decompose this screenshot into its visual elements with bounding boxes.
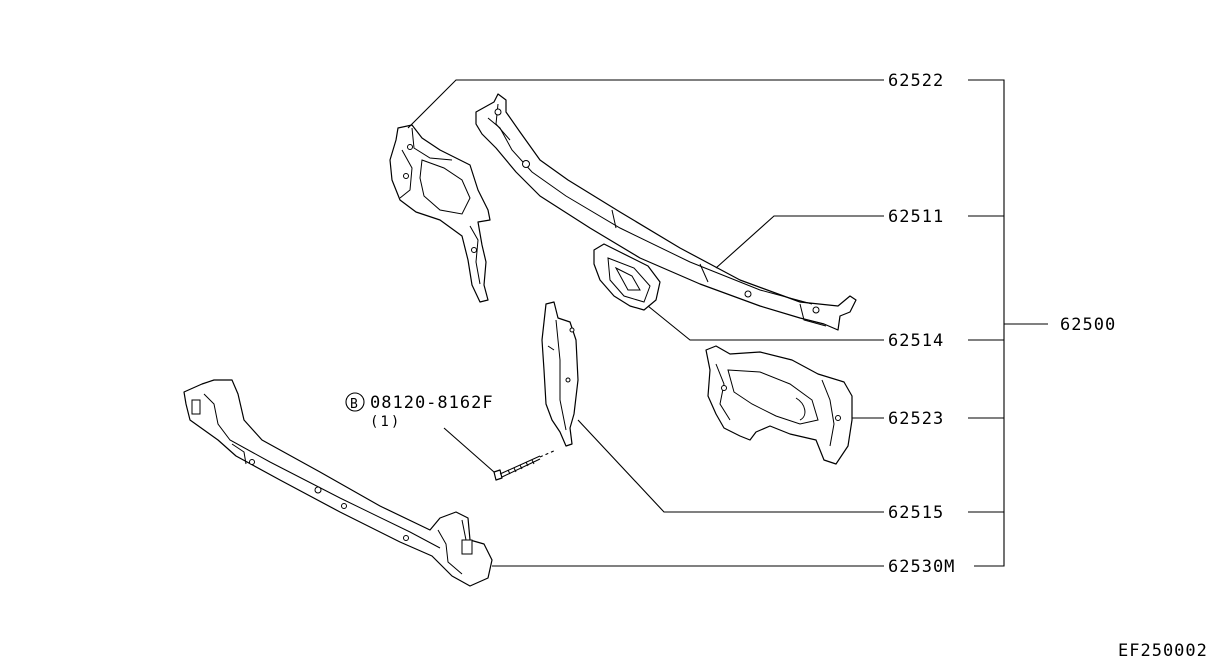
leader-lines <box>407 79 1048 567</box>
part-62514-bracket <box>593 243 661 311</box>
leader-62514 <box>647 305 884 341</box>
leader-fastener <box>443 427 495 473</box>
diagram-code: EF250002 <box>1118 641 1208 661</box>
fastener-callout: B 08120-8162F (1) <box>345 392 494 430</box>
label-62530m: 62530M <box>888 557 955 577</box>
label-62522: 62522 <box>888 71 944 91</box>
screw-fastener <box>493 449 557 481</box>
group-bracket <box>968 79 1005 567</box>
label-62523: 62523 <box>888 409 944 429</box>
fastener-part-number: 08120-8162F <box>370 393 494 413</box>
bolt-marker-letter: B <box>350 397 359 412</box>
label-62500: 62500 <box>1060 315 1116 335</box>
part-62522-left-bracket <box>389 124 491 303</box>
part-62523-right-bracket <box>705 345 853 465</box>
part-62530m-lower-support <box>183 379 493 587</box>
leader-62511 <box>715 215 884 269</box>
label-62514: 62514 <box>888 331 944 351</box>
bolt-marker-circle <box>345 392 365 412</box>
label-62515: 62515 <box>888 503 944 523</box>
label-62511: 62511 <box>888 207 944 227</box>
leader-62522 <box>407 79 884 129</box>
fastener-quantity: (1) <box>370 414 401 430</box>
leader-62515 <box>577 419 884 513</box>
part-62515-center-stay <box>541 301 579 447</box>
part-62511-upper-support <box>475 93 857 331</box>
